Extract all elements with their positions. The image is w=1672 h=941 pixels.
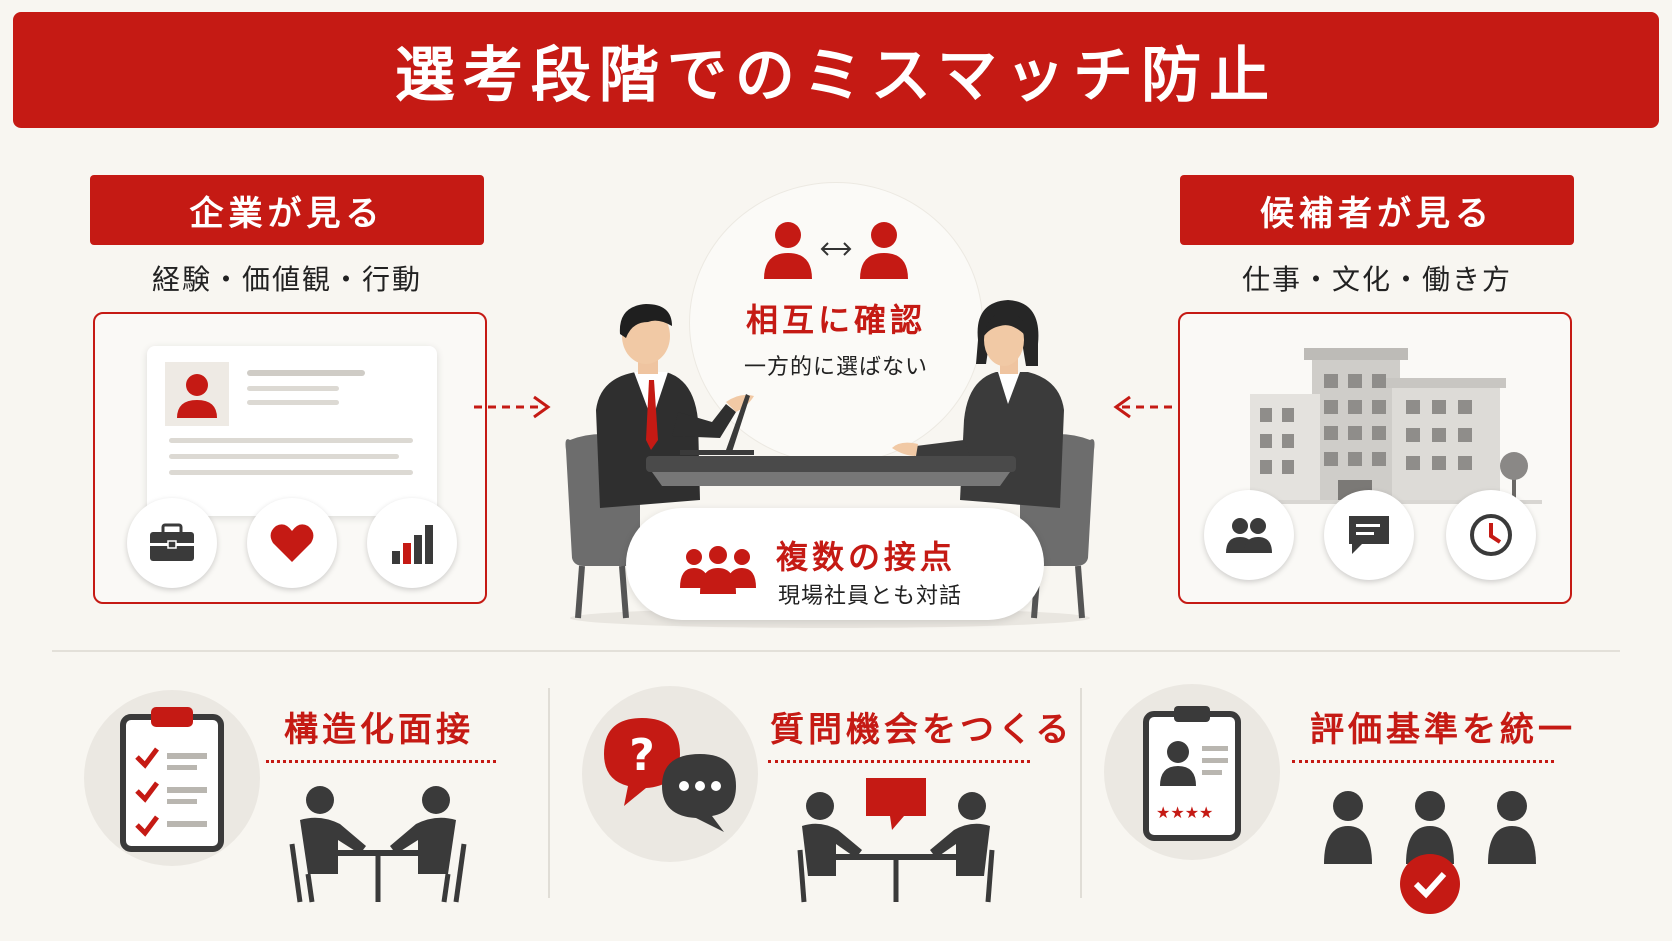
right-subtitle: 仕事・文化・働き方: [1241, 263, 1512, 296]
structured-interview-title: 構造化面接: [284, 710, 474, 750]
office-building-icon: [1242, 348, 1542, 504]
question-opportunity-title: 質問機会をつくる: [770, 710, 1074, 750]
right-header-label: 候補者が見る: [1260, 193, 1494, 234]
mutual-people-icon: [764, 222, 908, 279]
svg-text:★★★★: ★★★★: [1156, 803, 1213, 822]
right-panel: [1178, 312, 1572, 604]
left-header-label: 企業が見る: [189, 193, 385, 234]
heart-icon: [247, 498, 337, 588]
column-divider-1: [548, 688, 550, 898]
profile-clipboard-icon: ★★★★: [1104, 684, 1280, 860]
resume-photo: [165, 362, 229, 426]
bar-chart-icon: [367, 498, 457, 588]
arrow-right-icon: [474, 395, 551, 419]
evaluators-check-icon: [1324, 791, 1536, 914]
multiple-touchpoints-pill: 複数の接点 現場社員とも対話: [626, 508, 1044, 620]
chat-icon: [1324, 490, 1414, 580]
question-bubble-icon: ?: [582, 686, 758, 862]
mutual-check-title: 相互に確認: [745, 301, 926, 339]
briefcase-icon: [127, 498, 217, 588]
people-icon: [1204, 490, 1294, 580]
one-on-one-interview-icon: [289, 786, 467, 903]
left-panel: [93, 312, 487, 604]
multiple-touchpoints-title: 複数の接点: [776, 538, 957, 576]
multiple-touchpoints-subtitle: 現場社員とも対話: [778, 584, 963, 609]
right-header: 候補者が見る: [1180, 175, 1574, 245]
left-subtitle: 経験・価値観・行動: [151, 263, 422, 296]
column-divider-2: [1080, 688, 1082, 898]
page-title: 選考段階でのミスマッチ防止: [394, 40, 1278, 111]
resume-card: [147, 346, 437, 516]
left-header: 企業が見る: [90, 175, 484, 245]
person-icon: [177, 374, 217, 418]
checklist-icon: [84, 690, 260, 866]
unified-criteria-title: 評価基準を統一: [1310, 710, 1576, 750]
dialogue-meeting-icon: [797, 778, 995, 903]
group-people-icon: [680, 546, 756, 594]
mutual-check-subtitle: 一方的に選ばない: [743, 355, 928, 380]
svg-text:?: ?: [629, 730, 655, 781]
title-banner: 選考段階でのミスマッチ防止: [13, 12, 1659, 128]
section-divider: [52, 650, 1620, 652]
clock-icon: [1446, 490, 1536, 580]
